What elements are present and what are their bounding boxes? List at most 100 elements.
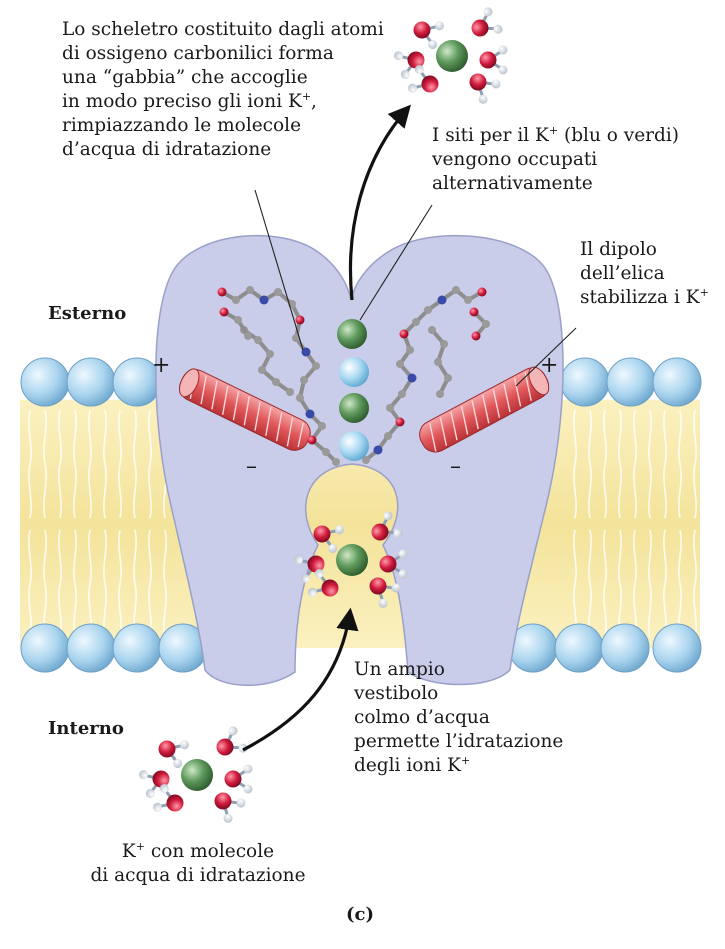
selectivity-filter-backbone — [217, 286, 490, 466]
backbone-atom — [398, 390, 406, 398]
lipid-tail — [693, 409, 697, 519]
alpha-helix-right-icon — [419, 366, 550, 453]
hydrated-line-1: K+ con molecole — [78, 840, 318, 864]
backbone-atom — [395, 417, 405, 427]
k-ion-site-2-blue — [339, 357, 369, 387]
hydrated-line-1-text: con molecole — [144, 841, 275, 862]
lipid-tail — [588, 409, 592, 519]
lipid-tail — [663, 529, 667, 639]
lipid-tail — [648, 529, 652, 639]
cage-annotation: Lo scheletro costituito dagli atomi di o… — [62, 18, 384, 162]
backbone-atom — [301, 347, 311, 357]
entry-arrow — [242, 607, 359, 752]
water-molecule-icon — [152, 783, 184, 812]
lipid-tail — [603, 529, 607, 639]
inside-label: Interno — [48, 718, 124, 739]
k-ion-icon — [336, 544, 368, 576]
backbone-atom — [300, 376, 308, 384]
backbone-atom — [428, 326, 436, 334]
backbone-atom — [259, 295, 269, 305]
lipid-head — [606, 357, 656, 407]
backbone-atom — [286, 388, 294, 396]
dipole-line-1: Il dipolo — [580, 239, 657, 260]
lipid-tail — [148, 409, 152, 519]
backbone-atom — [232, 296, 240, 304]
lipid-tail — [693, 529, 697, 639]
lipid-tail — [103, 529, 107, 639]
lipid-tail — [663, 409, 667, 519]
lipid-tail — [58, 409, 62, 519]
backbone-atom — [477, 287, 487, 297]
lipid-tail — [73, 529, 77, 639]
lipid-tail — [58, 529, 62, 639]
lipid-tail — [28, 409, 32, 519]
helix-left-negative-charge: – — [246, 454, 257, 479]
lipid-head — [600, 623, 650, 673]
water-molecule-icon — [393, 51, 425, 80]
water-molecule-icon — [379, 549, 408, 579]
backbone-atom — [471, 331, 481, 341]
sites-line-2: vengono occupati — [432, 149, 598, 170]
water-molecule-icon — [158, 740, 190, 769]
lipid-tail — [118, 529, 122, 639]
sites-line-1: I siti per il K+ (blu o verdi) — [432, 124, 679, 148]
hydrated-line-1-k: K — [121, 841, 136, 862]
lipid-tail — [588, 529, 592, 639]
lipid-head — [20, 357, 70, 407]
backbone-atom — [412, 318, 420, 326]
backbone-atom — [407, 373, 417, 383]
cage-line-1: Lo scheletro costituito dagli atomi — [62, 19, 384, 40]
backbone-atom — [322, 448, 330, 456]
vestibule-annotation: Un ampio vestibolo colmo d’acqua permett… — [354, 658, 563, 778]
vestibule-line-5-sup: + — [460, 754, 471, 767]
water-molecule-icon — [216, 726, 248, 756]
backbone-atom — [482, 320, 490, 328]
backbone-atom — [296, 394, 304, 402]
lipid-head — [560, 357, 610, 407]
lipid-head — [66, 357, 116, 407]
dipole-line-3-text: stabilizza i K — [580, 287, 700, 308]
hydrated-ion-icon-interior — [138, 726, 253, 823]
cage-line-4-post: , — [311, 91, 317, 112]
backbone-atom — [318, 422, 326, 430]
vestibule-line-2: vestibolo — [354, 683, 439, 704]
cage-line-5: rimpiazzando le molecole — [62, 115, 302, 136]
lipid-tail — [103, 409, 107, 519]
lipid-tail — [88, 409, 92, 519]
cage-line-4-text: in modo preciso gli ioni K — [62, 91, 302, 112]
lipid-tail — [118, 409, 122, 519]
backbone-atom — [312, 362, 320, 370]
lipid-tail — [163, 529, 167, 639]
lipid-tail — [73, 409, 77, 519]
backbone-atom — [244, 332, 252, 340]
alpha-helix-left-icon — [179, 368, 311, 451]
vestibule-line-3: colmo d’acqua — [354, 707, 490, 728]
water-molecule-icon — [407, 64, 439, 93]
dipole-annotation: Il dipolo dell’elica stabilizza i K+ — [580, 238, 709, 310]
lipid-tail — [648, 409, 652, 519]
water-molecule-icon — [413, 21, 445, 50]
backbone-atom — [406, 346, 414, 354]
vestibule-line-5-text: degli ioni K — [354, 755, 461, 776]
backbone-atom — [295, 315, 305, 325]
backbone-atom — [254, 336, 262, 344]
helix-right-negative-charge: – — [450, 454, 461, 479]
lipid-heads-lower-leaflet — [20, 623, 702, 673]
hydrated-line-1-sup: + — [135, 840, 145, 853]
exit-arrow — [348, 104, 411, 301]
leader-dipole — [515, 327, 577, 387]
filter-ion-sites — [337, 319, 369, 461]
backbone-bond — [364, 287, 484, 462]
lipid-tail — [573, 529, 577, 639]
hydrated-line-2: di acqua di idratazione — [90, 865, 306, 886]
sites-annotation: I siti per il K+ (blu o verdi) vengono o… — [432, 124, 679, 196]
backbone-atom — [469, 307, 479, 317]
lipid-tail — [148, 529, 152, 639]
vestibule-line-1: Un ampio — [354, 659, 445, 680]
lipid-head — [112, 623, 162, 673]
backbone-atom — [266, 350, 274, 358]
backbone-atom — [258, 366, 266, 374]
backbone-atom — [464, 296, 472, 304]
lipid-head — [652, 623, 702, 673]
